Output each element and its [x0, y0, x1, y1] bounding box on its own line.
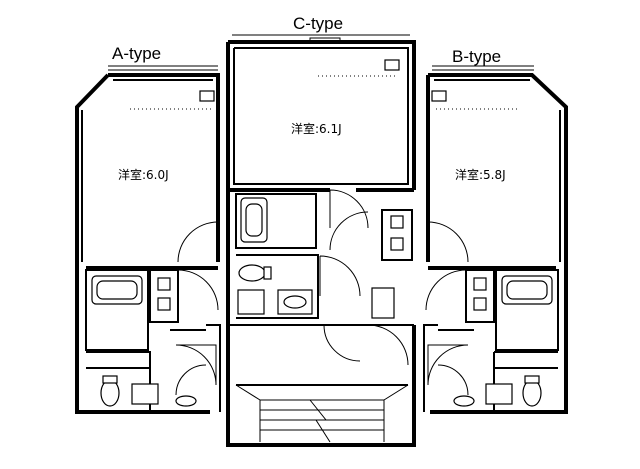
unit-c-room-label: 洋室:6.1J — [291, 121, 342, 136]
unit-a: 洋室:6.0J — [75, 65, 221, 414]
b-sink-icon — [485, 383, 513, 405]
b-toilet-icon — [522, 379, 542, 407]
unit-b: 洋室:5.8J — [423, 65, 568, 414]
unit-b-room-label: 洋室:5.8J — [455, 167, 506, 182]
c-window-box-icon — [384, 59, 400, 71]
a-sink-icon — [131, 383, 159, 405]
unit-c-type-label: C-type — [293, 14, 343, 33]
b-window-box-icon — [431, 90, 447, 102]
unit-a-room-label: 洋室:6.0J — [118, 167, 169, 182]
unit-b-type-label: B-type — [452, 47, 501, 66]
unit-a-type-label: A-type — [112, 44, 161, 63]
a-toilet-icon — [100, 379, 120, 407]
c-toilet-icon — [238, 264, 266, 282]
unit-c: 洋室:6.1J — [226, 34, 416, 447]
a-window-box-icon — [199, 90, 215, 102]
